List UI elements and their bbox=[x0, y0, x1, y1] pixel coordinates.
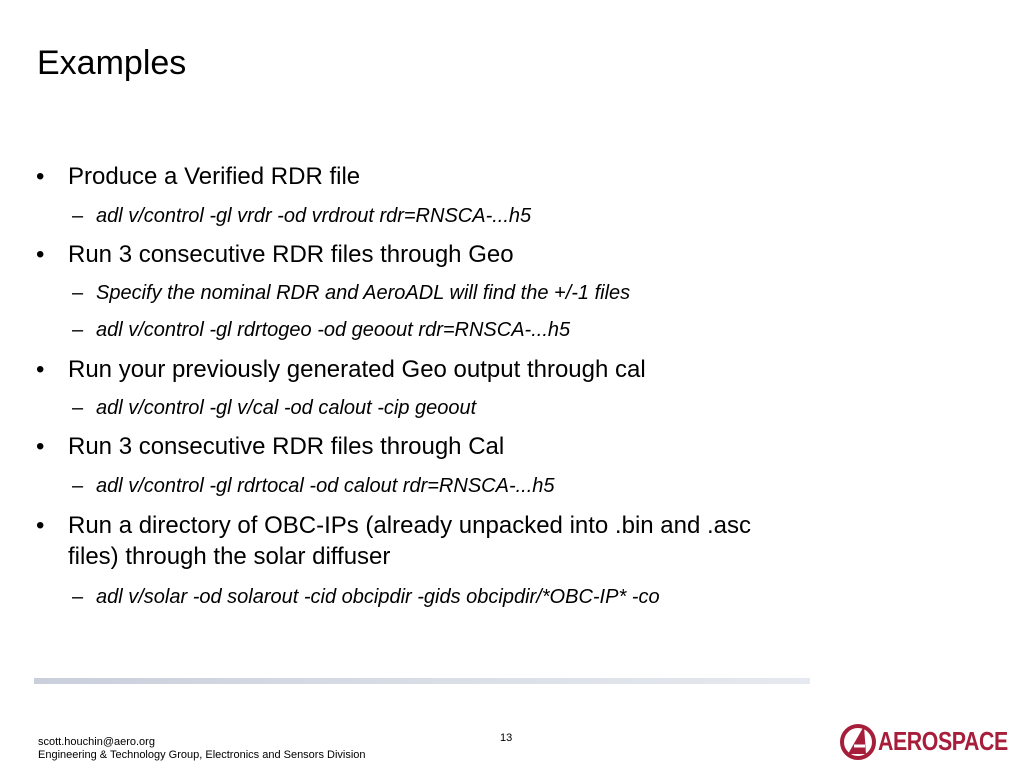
dash-icon: – bbox=[72, 475, 84, 497]
bullet-icon: • bbox=[36, 433, 45, 460]
bullet-text: Run 3 consecutive RDR files through Geo bbox=[68, 241, 514, 268]
dash-icon: – bbox=[72, 397, 84, 419]
aerospace-logo-icon bbox=[840, 724, 876, 760]
slide-title: Examples bbox=[37, 44, 187, 82]
footer-org: Engineering & Technology Group, Electron… bbox=[38, 749, 366, 761]
bullet-text: Run 3 consecutive RDR files through Cal bbox=[68, 433, 505, 460]
sub-bullet-text: adl v/control -gl v/cal -od calout -cip … bbox=[96, 397, 477, 419]
sub-bullet-text: adl v/control -gl rdrtogeo -od geoout rd… bbox=[96, 319, 571, 341]
page-number: 13 bbox=[500, 732, 513, 744]
sub-bullet-text: adl v/control -gl rdrtocal -od calout rd… bbox=[96, 475, 555, 497]
bullet-icon: • bbox=[36, 356, 45, 383]
footer-email: scott.houchin@aero.org bbox=[38, 736, 155, 748]
bullet-icon: • bbox=[36, 163, 45, 190]
dash-icon: – bbox=[72, 319, 84, 341]
bullet-text-line-1: Run a directory of OBC-IPs (already unpa… bbox=[68, 512, 752, 539]
bullet-icon: • bbox=[36, 512, 45, 539]
dash-icon: – bbox=[72, 586, 84, 608]
bullet-text-line-2: files) through the solar diffuser bbox=[68, 543, 391, 570]
sub-bullet-text: Specify the nominal RDR and AeroADL will… bbox=[96, 282, 631, 304]
dash-icon: – bbox=[72, 205, 84, 227]
dash-icon: – bbox=[72, 282, 84, 304]
sub-bullet-text: adl v/control -gl vrdr -od vrdrout rdr=R… bbox=[96, 205, 532, 227]
bullet-text: Run your previously generated Geo output… bbox=[68, 356, 646, 383]
logo-wordmark: AEROSPACE bbox=[878, 726, 1008, 756]
sub-bullet-text: adl v/solar -od solarout -cid obcipdir -… bbox=[96, 586, 660, 608]
bullet-icon: • bbox=[36, 241, 45, 268]
footer-divider bbox=[34, 678, 810, 684]
bullet-text: Produce a Verified RDR file bbox=[68, 163, 361, 190]
